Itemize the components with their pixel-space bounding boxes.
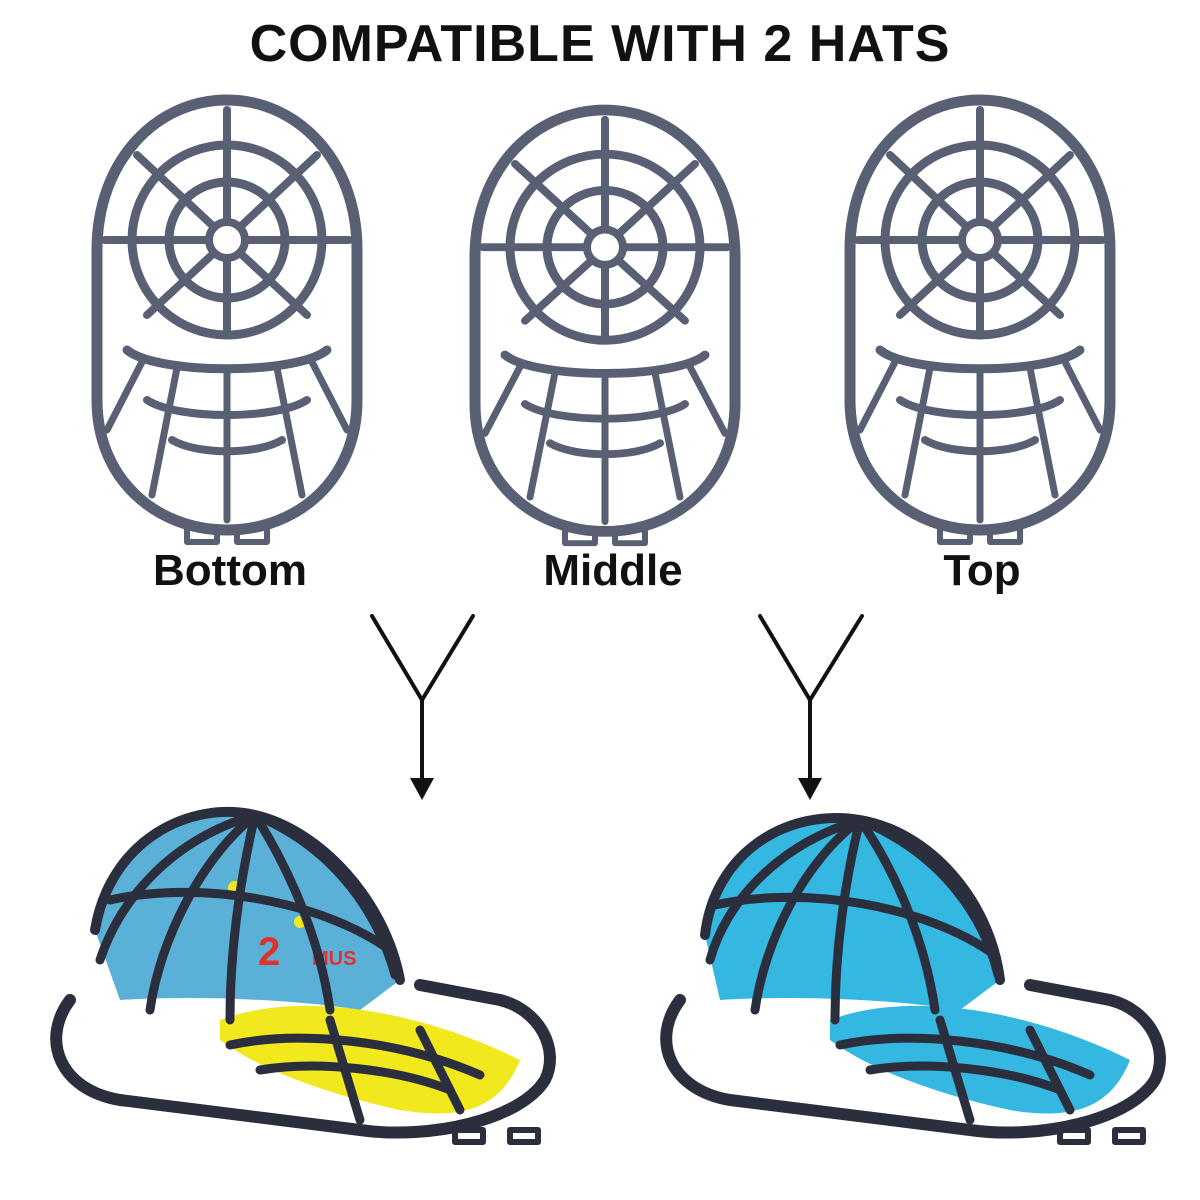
down-arrow-icon-left <box>370 614 475 800</box>
bottom-cage-icon <box>97 100 357 542</box>
baseball-cap-icon-left: 2 MUS <box>50 806 556 1145</box>
baseball-cap-icon-right <box>660 813 1166 1145</box>
middle-cage-icon <box>475 110 735 543</box>
top-cage-icon <box>850 100 1110 542</box>
middle-label: Middle <box>543 546 683 595</box>
page-title: COMPATIBLE WITH 2 HATS <box>249 15 951 73</box>
down-arrow-icon-right <box>758 614 864 800</box>
bottom-label: Bottom <box>153 546 307 595</box>
top-label: Top <box>943 546 1021 595</box>
hat-print-number: 2 <box>258 930 280 974</box>
